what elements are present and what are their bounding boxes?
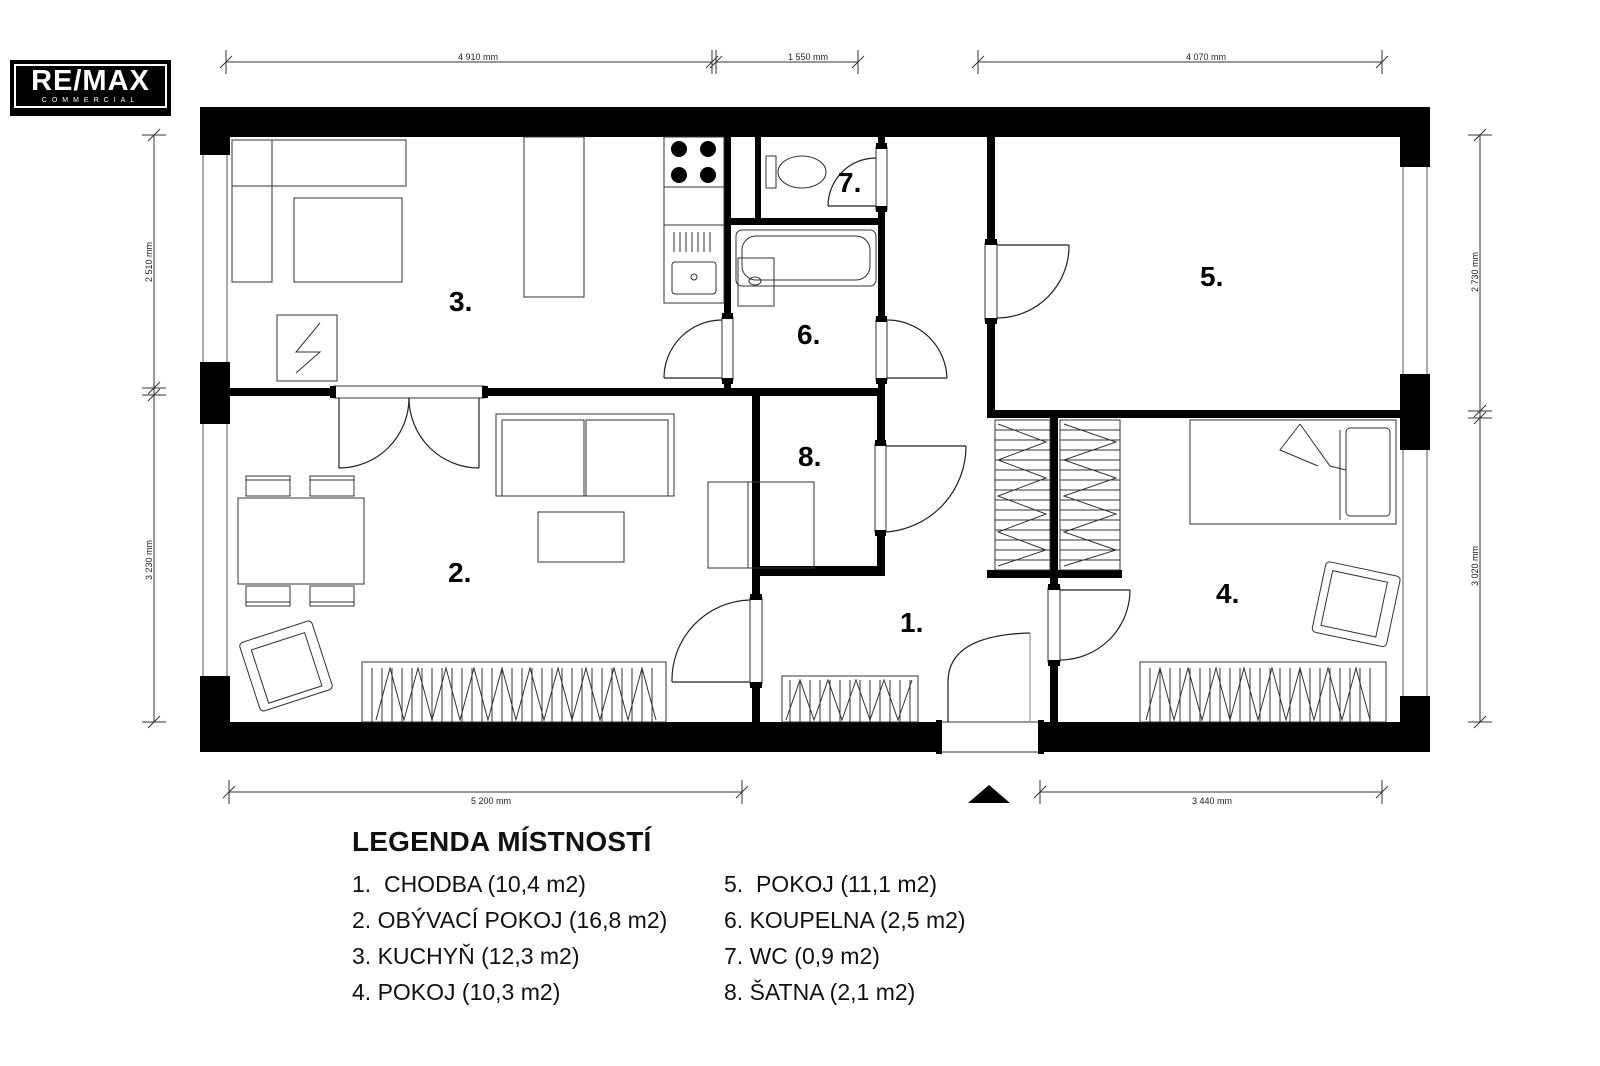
toilet-icon [765, 155, 827, 189]
legend-item: 5. POKOJ (11,1 m2) [724, 871, 938, 897]
legend-item: 4. POKOJ (10,3 m2) [352, 979, 561, 1005]
living-furniture [237, 413, 815, 712]
legend-item: 2. OBÝVACÍ POKOJ (16,8 m2) [352, 907, 668, 933]
door-room-4 [1047, 584, 1131, 666]
door-living [671, 594, 763, 688]
legend-item: 1. CHODBA (10,4 m2) [352, 871, 586, 897]
double-door-kitchen [330, 385, 488, 469]
dim-right-1: 2 730 mm [1470, 252, 1480, 292]
dim-right-2: 3 020 mm [1470, 546, 1480, 586]
door-room-5 [984, 239, 1070, 324]
kitchen-furniture [231, 136, 725, 382]
room-label-6: 6. [797, 319, 820, 350]
dim-left-1: 2 510 mm [144, 242, 154, 282]
bathroom-fixtures [735, 155, 877, 307]
wardrobes [361, 419, 1387, 723]
door-wc [827, 143, 888, 212]
dim-top-2: 1 550 mm [788, 52, 828, 62]
legend-title: LEGENDA MÍSTNOSTÍ [352, 826, 652, 857]
dim-bottom-2: 3 440 mm [1192, 796, 1232, 806]
sink-icon [671, 232, 717, 295]
wardrobe-corridor [781, 675, 919, 723]
remax-logo: RE/MAX COMMERCIAL [10, 60, 171, 116]
bedroom-furniture [1189, 419, 1401, 648]
room-label-4: 4. [1216, 578, 1239, 609]
door-entrance [936, 632, 1044, 754]
wardrobe-room-4 [1139, 661, 1387, 723]
room-label-3: 3. [449, 286, 472, 317]
dim-top-3: 4 070 mm [1186, 52, 1226, 62]
dimension-lines [142, 50, 1492, 804]
legend-item: 6. KOUPELNA (2,5 m2) [724, 907, 966, 933]
door-bathroom-left [663, 313, 734, 384]
room-label-2: 2. [448, 557, 471, 588]
dim-left-2: 3 230 mm [144, 540, 154, 580]
legend-column-2: 5. POKOJ (11,1 m2) 6. KOUPELNA (2,5 m2) … [724, 866, 1054, 1010]
walls [200, 107, 1430, 752]
entrance-arrow-icon [968, 785, 1010, 803]
dim-bottom-1: 5 200 mm [471, 796, 511, 806]
legend-item: 3. KUCHYŇ (12,3 m2) [352, 943, 580, 969]
room-label-5: 5. [1200, 261, 1223, 292]
wardrobe-living [361, 661, 667, 723]
legend-column-1: 1. CHODBA (10,4 m2) 2. OBÝVACÍ POKOJ (16… [352, 866, 724, 1010]
logo-subtitle: COMMERCIAL [41, 97, 140, 104]
legend-item: 7. WC (0,9 m2) [724, 943, 880, 969]
doors [330, 143, 1131, 754]
door-bathroom-right [875, 316, 948, 384]
stove-icon [671, 141, 716, 183]
windows [202, 155, 1428, 696]
wardrobe-hall-vertical [994, 419, 1121, 571]
room-label-7: 7. [838, 167, 861, 198]
room-label-1: 1. [900, 607, 923, 638]
boiler-icon [294, 322, 322, 374]
logo-brand: RE/MAX [31, 65, 150, 97]
room-label-8: 8. [798, 441, 821, 472]
legend-item: 8. ŠATNA (2,1 m2) [724, 979, 916, 1005]
dim-top-1: 4 910 mm [458, 52, 498, 62]
door-closet [874, 440, 967, 536]
room-legend: LEGENDA MÍSTNOSTÍ 1. CHODBA (10,4 m2) 2.… [352, 826, 1112, 1010]
